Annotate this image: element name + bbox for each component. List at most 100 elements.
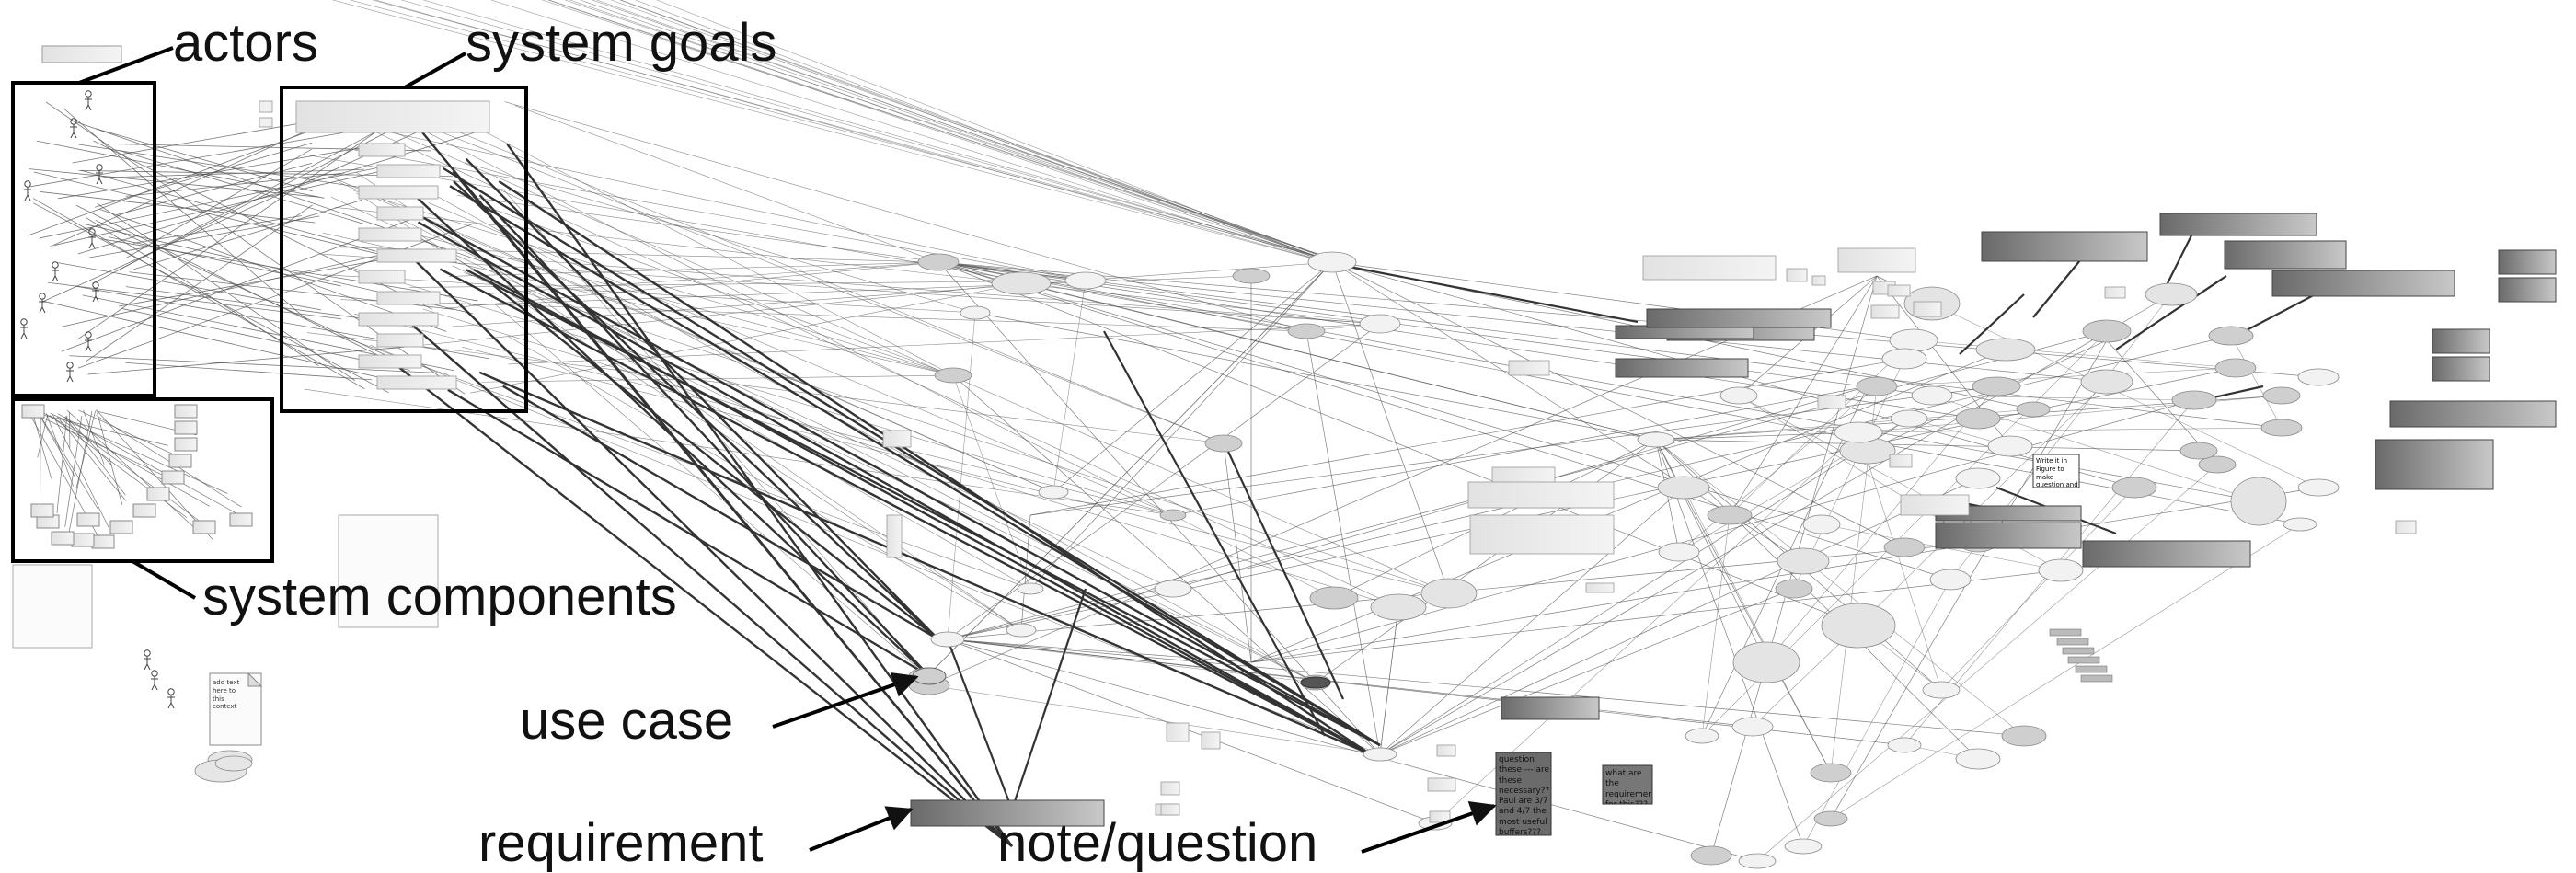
use-case-ellipse <box>1691 846 1731 865</box>
use-case-ellipse <box>2263 387 2300 404</box>
requirement-rect <box>2432 357 2490 381</box>
component-box <box>72 534 94 546</box>
goal-bar <box>359 313 438 326</box>
goal-bar <box>377 207 423 220</box>
use-case-ellipse <box>2180 442 2217 459</box>
requirement-rect <box>2083 541 2250 567</box>
use-case-ellipse <box>2298 479 2339 496</box>
actor-leg <box>67 376 70 382</box>
use-case-ellipse <box>2002 726 2046 746</box>
use-case-ellipse <box>1739 854 1776 868</box>
requirement-rect-light <box>887 515 902 557</box>
use-case-ellipse <box>1310 587 1358 609</box>
use-case-ellipse <box>1803 515 1840 534</box>
actor-leg <box>70 376 73 382</box>
requirement-rect-light <box>1812 276 1825 285</box>
actor-goal-line <box>133 200 362 269</box>
use-case-ellipse <box>1018 583 1043 594</box>
use-case-ellipse <box>1884 538 1925 557</box>
stacked-rect <box>2050 629 2081 636</box>
edge-line <box>1656 440 1803 846</box>
use-case-ellipse-highlight <box>913 668 946 684</box>
edge-line <box>1053 262 1332 492</box>
edge-line <box>2231 336 2282 428</box>
goal-bar <box>377 376 456 389</box>
component-box <box>31 504 53 517</box>
edge-line <box>1858 428 2282 432</box>
use-case-ellipse <box>992 272 1051 294</box>
use-case-ellipse <box>1039 486 1068 499</box>
requirement-rect <box>1616 359 1748 377</box>
requirement-rect-light <box>1888 285 1910 296</box>
use-case-ellipse <box>1956 468 2000 488</box>
actor-leg <box>171 703 174 708</box>
actor-leg <box>152 684 155 690</box>
requirement-rect-light <box>883 431 911 447</box>
actor-leg <box>147 664 150 670</box>
requirement-rect-light <box>1437 745 1455 756</box>
component-box <box>230 513 252 526</box>
use-case-ellipse <box>2231 477 2286 525</box>
use-case-ellipse <box>2283 518 2317 531</box>
component-box <box>162 471 184 484</box>
actor-leg <box>96 296 98 302</box>
actor-leg <box>74 132 76 138</box>
actor-leg <box>144 664 147 670</box>
goal-usecase-line <box>464 121 953 375</box>
use-case-ellipse <box>1732 718 1773 736</box>
edge-line <box>953 375 1380 754</box>
goal-usecase-line <box>504 102 1306 331</box>
question-note-text: question these --- are these necessary??… <box>1499 755 1550 834</box>
use-case-ellipse <box>2145 283 2197 305</box>
use-case-ellipse <box>1733 642 1800 683</box>
actor-leg <box>71 132 74 138</box>
requirement-rect-light <box>1161 782 1179 795</box>
actor-leg <box>89 243 92 248</box>
requirement-rect-light <box>1838 248 1915 272</box>
actor-leg <box>24 333 27 339</box>
stacked-rect <box>2057 638 2088 645</box>
use-case-ellipse <box>2298 369 2339 385</box>
actor-leg <box>86 105 88 110</box>
goal-bar <box>359 228 421 241</box>
actor-icon <box>39 293 46 313</box>
edge-line <box>1932 396 2194 400</box>
system-components-label: system components <box>202 570 677 624</box>
actor-icon <box>144 650 151 670</box>
actor-goal-line <box>98 203 355 380</box>
actor-head <box>21 319 27 325</box>
edge-line <box>1914 340 2236 368</box>
system-goal-bars <box>259 101 489 389</box>
use-case-ellipse <box>1776 580 1812 598</box>
actor-goal-line <box>125 362 372 379</box>
goal-usecase-line <box>351 268 1173 515</box>
use-case-ellipse <box>1822 603 1895 648</box>
goal-bar <box>359 186 438 199</box>
goal-bar <box>359 355 421 368</box>
requirement-rect <box>1936 523 2081 548</box>
use-case-ellipse <box>2081 370 2133 394</box>
component-box <box>52 532 74 545</box>
actor-head <box>97 165 102 170</box>
actor-head <box>67 362 73 368</box>
requirement-rect-light <box>1428 778 1455 791</box>
edge-line <box>929 685 1380 754</box>
component-box <box>175 421 197 434</box>
component-box <box>22 405 44 418</box>
component-box <box>110 521 132 534</box>
goal-bar <box>377 249 456 262</box>
actor-leg <box>40 307 42 313</box>
use-case-ellipse <box>1659 543 1699 561</box>
actor-leg <box>88 105 91 110</box>
requirement-rect-light <box>1818 396 1846 408</box>
use-case-ellipse <box>1777 548 1829 574</box>
requirement-rect <box>1501 697 1599 719</box>
thick-edge-line <box>1325 262 1638 322</box>
use-case-ellipse <box>2112 477 2156 498</box>
stacked-rect <box>2063 648 2094 654</box>
use-case-ellipse-dark <box>1301 677 1330 688</box>
use-case-ellipse <box>1912 386 1952 405</box>
requirement-rect-light <box>1470 515 1614 554</box>
use-case-ellipse <box>1006 624 1036 637</box>
